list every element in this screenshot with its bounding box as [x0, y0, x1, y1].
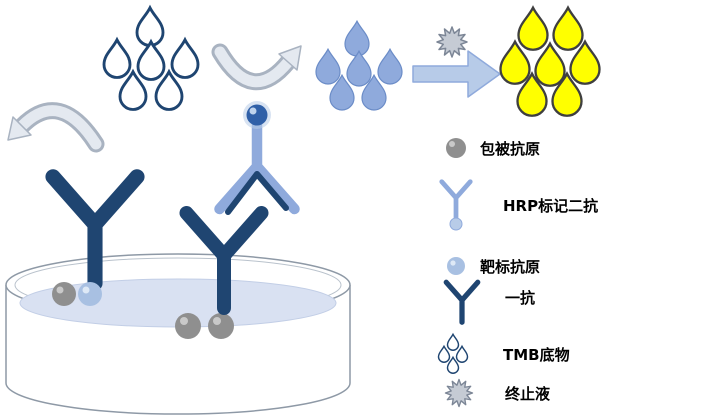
- primary-antibody-icon: [446, 282, 478, 322]
- stop-solution-burst-icon: [436, 26, 468, 58]
- stop-solution-burst-icon: [444, 378, 474, 408]
- legend-label: 包被抗原: [480, 140, 540, 158]
- dot-highlight: [450, 260, 456, 266]
- droplet: [170, 38, 200, 79]
- coated-antigen-beads: [175, 313, 234, 339]
- legend-item-hrp-secondary: HRP标记二抗: [442, 182, 598, 231]
- legend-item-tmb-substrate: TMB底物: [437, 333, 570, 374]
- hrp-enzyme-ball: [246, 104, 268, 126]
- legend-label: TMB底物: [503, 346, 570, 364]
- secondary-antibody-inner-arms: [225, 171, 289, 215]
- dot-highlight: [449, 141, 455, 147]
- sphere-highlight: [56, 286, 64, 294]
- droplet: [377, 48, 403, 85]
- legend-item-stop-solution: 终止液: [444, 378, 551, 408]
- droplet: [135, 6, 165, 47]
- droplet: [346, 50, 372, 87]
- target-antigen-sphere: [78, 282, 102, 306]
- bead-highlight: [213, 317, 221, 325]
- arrowhead: [278, 45, 302, 71]
- legend-item-coated-antigen: 包被抗原: [446, 138, 540, 158]
- coated-antigen-bead: [208, 313, 234, 339]
- right-block-arrow: [412, 50, 501, 98]
- droplet: [534, 42, 566, 87]
- coated-antigen-bead: [175, 313, 201, 339]
- arrow-body: [214, 46, 294, 88]
- tmb-substrate-drops-cluster: [102, 6, 200, 111]
- reaction-curved-arrow: [211, 43, 302, 91]
- bead-highlight: [180, 317, 188, 325]
- sphere-highlight: [82, 286, 90, 294]
- coated-antigen-dot-icon: [446, 138, 466, 158]
- legend-label: 终止液: [505, 385, 551, 403]
- droplet: [102, 38, 132, 79]
- hrp-secondary-antibody-icon: [442, 182, 471, 218]
- legend-item-target-antigen: 靶标抗原: [447, 257, 540, 276]
- droplet: [344, 20, 370, 57]
- droplet: [136, 40, 166, 81]
- tmb-substrate-drops-icon: [446, 333, 460, 351]
- droplet: [315, 48, 341, 85]
- arrowhead: [7, 116, 32, 141]
- droplet: [517, 6, 549, 51]
- tmb-substrate-drops-icon: [437, 345, 451, 363]
- stopped-reaction-drops-cluster: [499, 6, 601, 117]
- developed-substrate-drops-cluster: [315, 20, 403, 111]
- legend-label: HRP标记二抗: [503, 197, 598, 215]
- primary-antibody-left: [52, 177, 137, 306]
- hrp-tag-dot: [449, 217, 463, 231]
- legend-item-primary-antibody: 一抗: [446, 282, 535, 322]
- wash-curved-arrow: [7, 102, 105, 153]
- legend-label: 靶标抗原: [480, 258, 540, 276]
- coated-antigen-sphere: [52, 282, 76, 306]
- ball-highlight: [249, 107, 257, 115]
- droplet: [552, 6, 584, 51]
- stop-step: [412, 26, 501, 98]
- detection-complex: [187, 101, 295, 308]
- target-antigen-dot-icon: [447, 257, 465, 275]
- tmb-substrate-drops-icon: [455, 345, 469, 363]
- arrow-body: [16, 105, 102, 150]
- legend: 包被抗原 HRP标记二抗 靶标抗原 一抗 TMB底物 终止液: [437, 138, 598, 408]
- legend-label: 一抗: [505, 289, 535, 307]
